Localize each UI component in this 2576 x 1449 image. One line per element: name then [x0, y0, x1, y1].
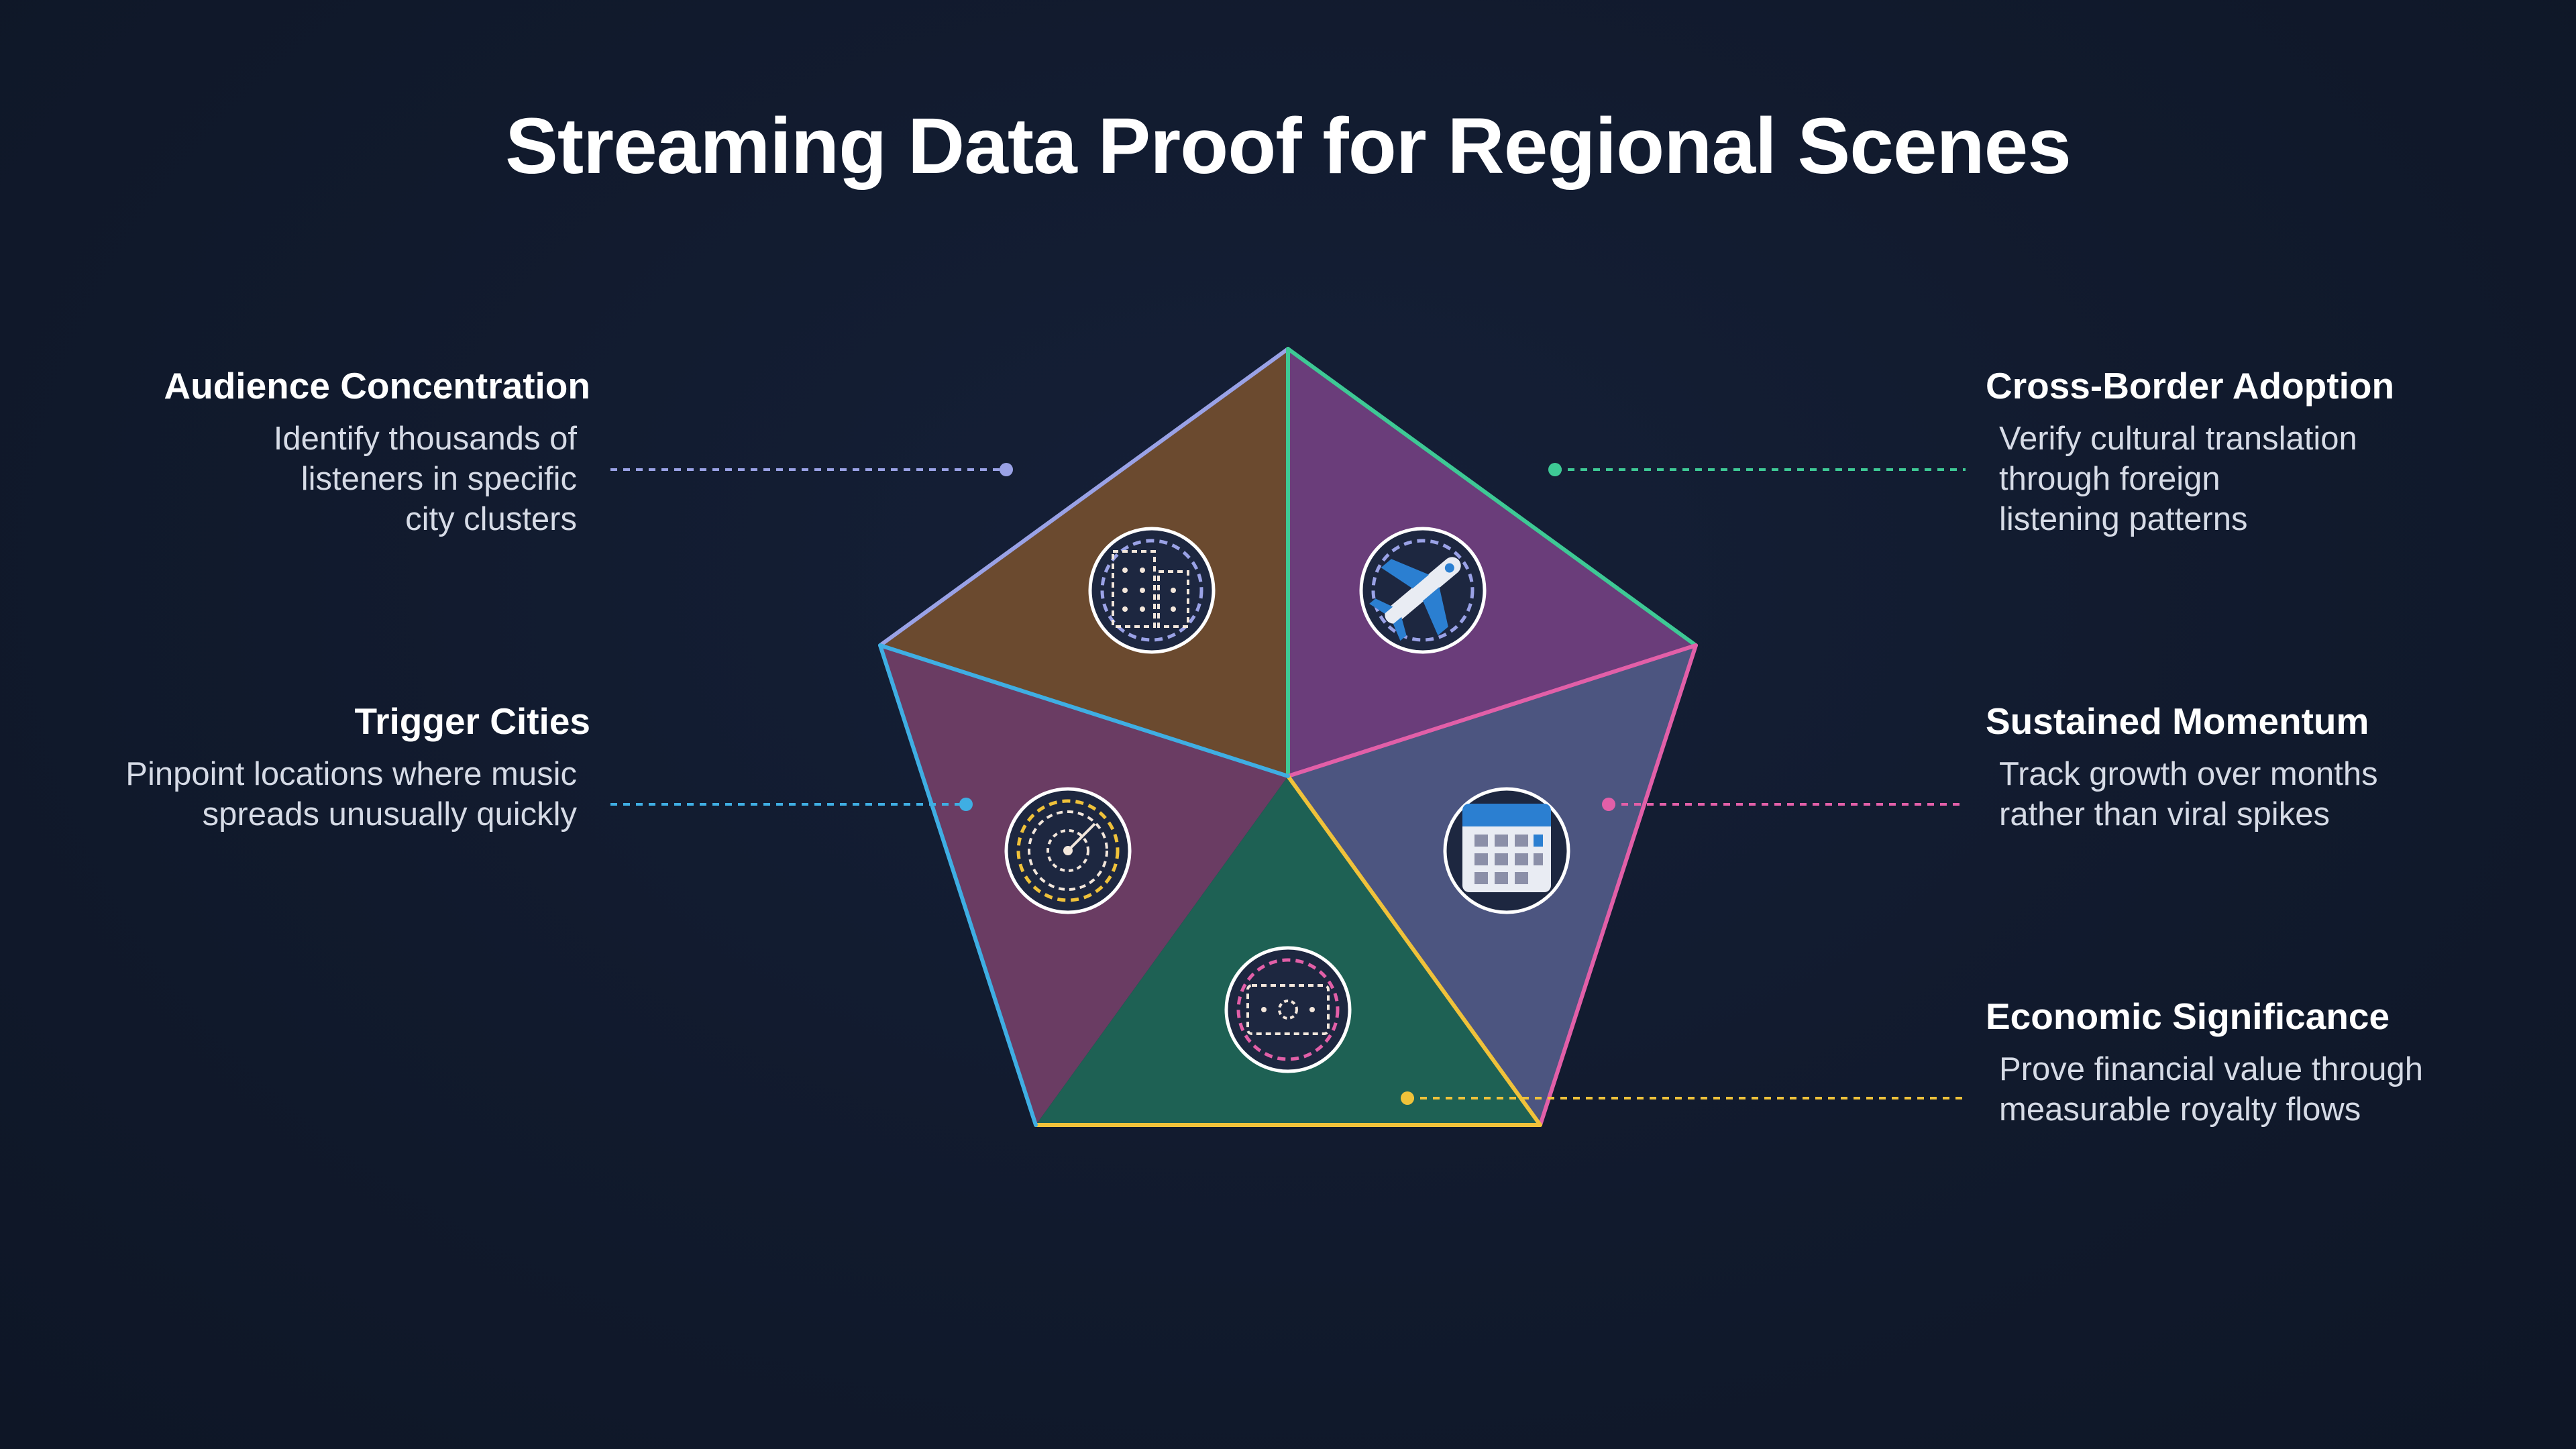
connector-dot-audience [1000, 463, 1013, 476]
label-heading: Cross-Border Adoption [1986, 365, 2395, 407]
page-title: Streaming Data Proof for Regional Scenes [505, 102, 2072, 191]
label-description: Verify cultural translation through fore… [1999, 421, 2357, 537]
label-audience-concentration: Audience Concentration Identify thousand… [0, 362, 590, 539]
label-description: Identify thousands of listeners in speci… [273, 421, 577, 537]
edge-momentum-outer [1538, 643, 1698, 1127]
edge-trigger-spoke [878, 643, 1290, 778]
edge-economic-spoke [1286, 774, 1542, 1127]
calendar-icon [1443, 787, 1570, 914]
connector-dot-economic [1401, 1091, 1414, 1105]
label-heading: Economic Significance [1986, 996, 2390, 1037]
label-description: Track growth over months rather than vir… [1999, 756, 2378, 833]
edge-audience-outer [878, 347, 1290, 647]
label-trigger-cities: Trigger Cities Pinpoint locations where … [0, 698, 590, 835]
edge-trigger-outer [878, 643, 1038, 1127]
segment-audience [880, 349, 1288, 776]
label-heading: Audience Concentration [164, 365, 590, 407]
label-description: Prove financial value through measurable… [1999, 1051, 2423, 1128]
airplane-icon [1359, 527, 1487, 654]
connector-dot-momentum [1602, 798, 1615, 811]
label-heading: Trigger Cities [354, 700, 590, 742]
label-economic-significance: Economic Significance Prove financial va… [1986, 993, 2563, 1130]
connector-dot-trigger [959, 798, 973, 811]
edge-crossborder-outer [1286, 347, 1698, 647]
label-heading: Sustained Momentum [1986, 700, 2369, 742]
edge-momentum-spoke [1286, 643, 1698, 778]
label-cross-border-adoption: Cross-Border Adoption Verify cultural tr… [1986, 362, 2563, 539]
radar-icon [1004, 787, 1132, 914]
label-description: Pinpoint locations where music spreads u… [125, 756, 577, 833]
label-sustained-momentum: Sustained Momentum Track growth over mon… [1986, 698, 2563, 835]
connector-dot-crossborder [1548, 463, 1562, 476]
money-bill-icon [1224, 946, 1352, 1073]
city-buildings-icon [1088, 527, 1216, 654]
segment-crossborder [1288, 349, 1696, 776]
